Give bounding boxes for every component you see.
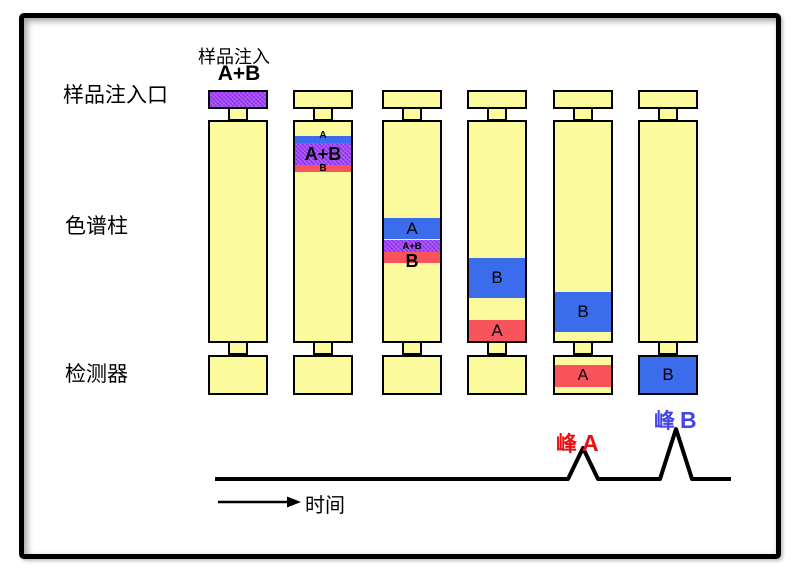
band-a: A xyxy=(469,320,525,341)
band-a-plus-b: A+B xyxy=(384,240,440,252)
band-b xyxy=(295,165,351,172)
peak-a-prefix: 峰 xyxy=(556,432,577,456)
column-stage-6: B xyxy=(638,90,698,395)
label-sample-mixture: A+B xyxy=(217,62,261,85)
column-stage-5: B A xyxy=(553,90,613,395)
band-a xyxy=(295,136,351,143)
injector-cap xyxy=(293,90,353,109)
column-stage-3: A A+B B xyxy=(382,90,442,395)
detector-box xyxy=(293,355,353,395)
column-body: B A xyxy=(467,120,527,343)
injector-cap xyxy=(382,90,442,109)
label-sample-injection: 样品注入 xyxy=(198,47,270,67)
column-body: B xyxy=(553,120,613,343)
band-a-plus-b: A+B xyxy=(295,143,351,165)
band-b: B xyxy=(555,292,611,332)
injector-cap xyxy=(553,90,613,109)
column-body xyxy=(208,120,268,343)
time-arrowhead-icon xyxy=(287,496,301,508)
column-body: A+B A B xyxy=(293,120,353,343)
detector-box xyxy=(208,355,268,395)
peak-a-letter: A xyxy=(582,430,599,456)
peak-b-prefix: 峰 xyxy=(654,409,675,433)
detector-box-with-a: A xyxy=(553,355,613,395)
band-b-label: B xyxy=(405,250,419,271)
label-detector: 检测器 xyxy=(65,362,128,386)
detector-band-a: A xyxy=(555,365,611,387)
column-body xyxy=(638,120,698,343)
column-stage-2: A+B A B xyxy=(293,90,353,395)
band-b-label: B xyxy=(319,162,327,174)
label-injection-port: 样品注入口 xyxy=(63,83,168,107)
injector-cap xyxy=(638,90,698,109)
label-column: 色谱柱 xyxy=(65,214,128,238)
column-stage-1 xyxy=(208,90,268,395)
column-stage-4: B A xyxy=(467,90,527,395)
injector-cap-sample xyxy=(208,90,268,109)
detector-box xyxy=(467,355,527,395)
injector-cap xyxy=(467,90,527,109)
peak-b-letter: B xyxy=(680,407,697,433)
detector-box-with-b: B xyxy=(638,355,698,395)
band-a-label: A xyxy=(319,129,327,141)
detector-box xyxy=(382,355,442,395)
band-b: B xyxy=(469,258,525,298)
chromatogram-line xyxy=(215,427,731,481)
time-axis-label: 时间 xyxy=(305,495,345,517)
band-a: A xyxy=(384,218,440,239)
column-body: A A+B B xyxy=(382,120,442,343)
band-b xyxy=(384,252,440,263)
